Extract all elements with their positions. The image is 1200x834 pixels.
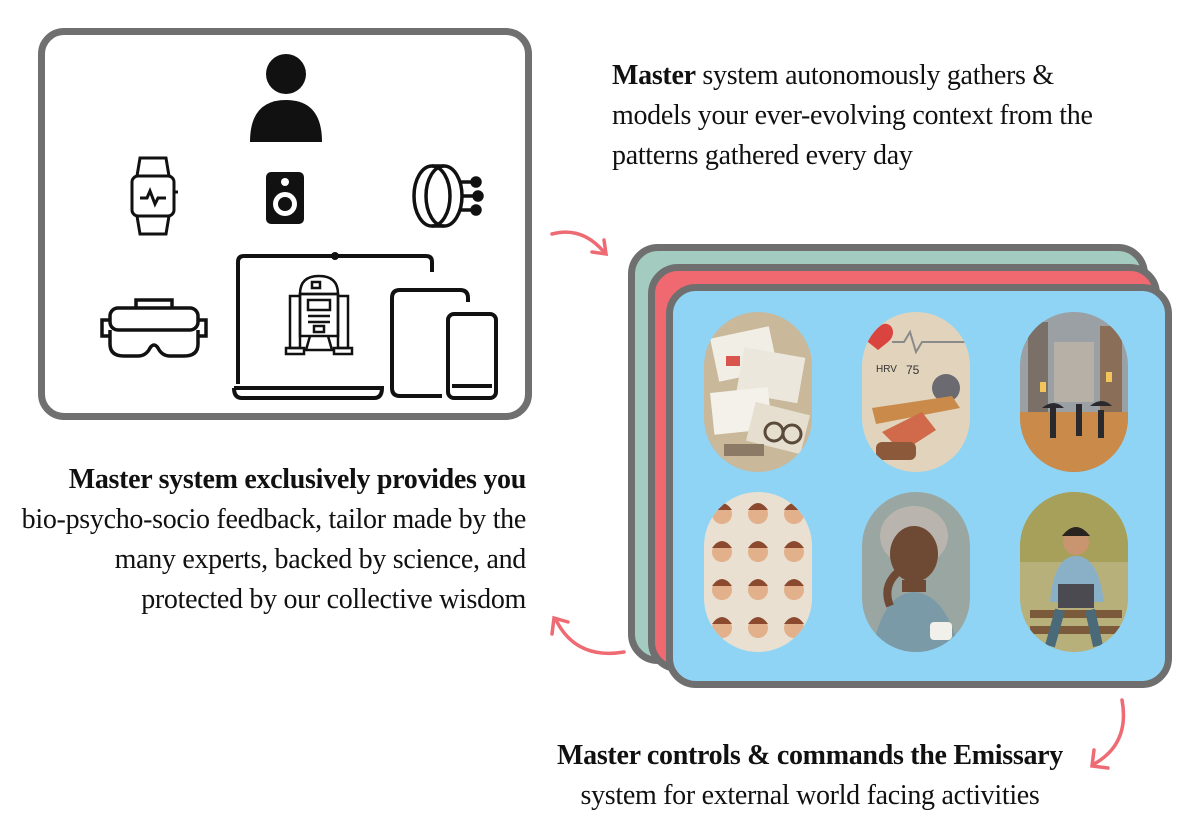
robot-icon: [284, 274, 354, 356]
person-icon: [250, 54, 322, 142]
arrow-to-cards-icon: [550, 230, 609, 257]
vr-headset-icon: [100, 298, 208, 358]
smartwatch-icon: [130, 156, 178, 236]
tablet-icon: [390, 288, 470, 398]
smart-speaker-icon: [266, 172, 304, 224]
elderly-woman-tile: [862, 492, 970, 652]
caption-command: Master controls & commands the Emissary …: [540, 736, 1080, 816]
caption-feedback: Master system exclusively provides you b…: [10, 460, 527, 620]
hrv-label: HRV: [876, 364, 897, 375]
smart-ring-icon: [412, 164, 484, 228]
laptop-park-tile: [1020, 492, 1128, 652]
caption-gather-text: system autonomously gathers & models you…: [612, 60, 1093, 171]
caption-gather-bold: Master: [612, 60, 696, 91]
city-rain-tile: [1020, 312, 1128, 472]
arrow-to-emissary-icon: [1090, 698, 1126, 770]
smartphone-icon: [446, 312, 498, 400]
laptop-icon: [232, 252, 434, 400]
arrow-to-feedback-icon: [550, 615, 626, 656]
caption-feedback-text: bio-psycho-socio feedback, tailor made b…: [21, 504, 527, 615]
documents-tile: [704, 312, 812, 472]
caption-feedback-bold: Master system exclusively provides you: [68, 464, 527, 495]
faces-grid-tile: [704, 492, 812, 652]
caption-command-text: system for external world facing activit…: [580, 780, 1040, 811]
fitness-tile: HRV 75: [862, 312, 970, 472]
caption-command-bold: Master controls & commands the Emissary: [557, 740, 1063, 771]
caption-gather: Master system autonomously gathers & mod…: [612, 56, 1132, 176]
hrv-value: 75: [906, 363, 920, 377]
